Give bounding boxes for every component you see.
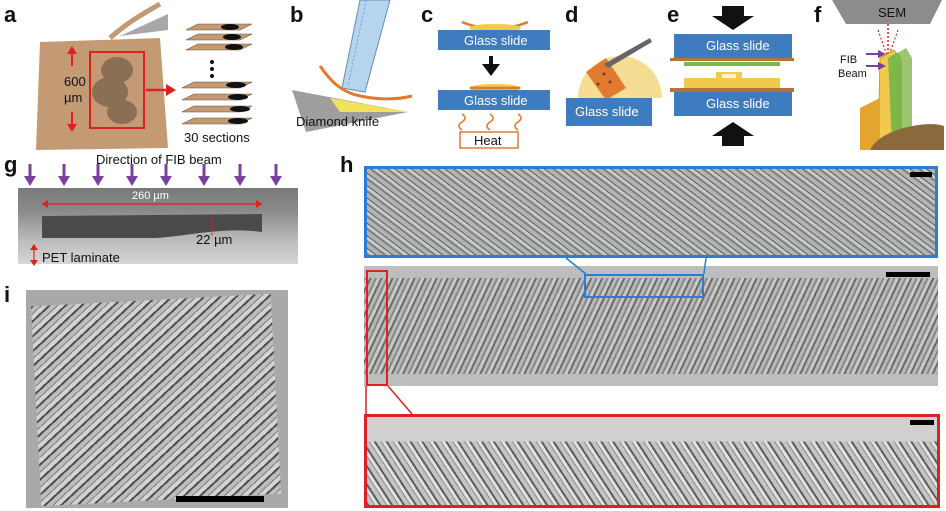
sem-column	[832, 0, 942, 24]
h-zoom-blue-image	[364, 166, 938, 258]
glass-slide-d: Glass slide	[575, 104, 639, 119]
knife-wedge	[120, 14, 168, 36]
section-stack-bottom	[181, 81, 253, 125]
sem-label: SEM	[878, 5, 907, 20]
h-overview-image	[364, 266, 938, 386]
i-scalebar	[176, 496, 264, 502]
glass-slide-top-c: Glass slide	[464, 33, 528, 48]
panel-f-letter: f	[814, 2, 822, 27]
pipette	[341, 0, 391, 93]
panel-i-letter: i	[4, 282, 11, 307]
h-overview-blue-box	[584, 274, 704, 298]
thickness-label: 22 µm	[196, 232, 233, 247]
tissue-strip	[42, 214, 262, 238]
panel-g-letter: g	[4, 152, 18, 177]
fib-beam-arrows	[24, 164, 282, 186]
section-stack-top	[185, 23, 253, 51]
height-value: 600	[64, 74, 86, 89]
beam-label: Beam	[838, 68, 867, 80]
selection-box	[89, 51, 145, 129]
panel-c-letter: c	[421, 2, 434, 27]
panel-d-letter: d	[565, 2, 579, 27]
panel-a-letter: a	[4, 2, 17, 27]
height-unit: µm	[64, 90, 83, 105]
i-volume-tissue	[30, 293, 282, 507]
laminate-label: PET laminate	[42, 250, 120, 265]
h-zoom-red-image	[364, 414, 940, 508]
glass-slide-top-e: Glass slide	[706, 38, 770, 53]
h-zoom-blue-scalebar	[910, 172, 932, 177]
panel-b-letter: b	[290, 2, 304, 27]
panel-h-letter: h	[340, 152, 354, 177]
knife-label: Diamond knife	[296, 114, 380, 129]
width-label: 260 µm	[132, 190, 169, 202]
h-overview-red-box	[366, 270, 388, 386]
panel-e-letter: e	[667, 2, 680, 27]
glass-slide-bottom-c: Glass slide	[464, 93, 528, 108]
heat-label: Heat	[474, 133, 502, 148]
glass-slide-bottom-e: Glass slide	[706, 96, 770, 111]
h-zoom-red-scalebar	[910, 420, 934, 425]
sections-label: 30 sections	[184, 130, 250, 145]
fib-direction-label: Direction of FIB beam	[96, 152, 222, 167]
fib-label: FIB	[840, 54, 858, 66]
h-overview-scalebar	[886, 272, 930, 277]
